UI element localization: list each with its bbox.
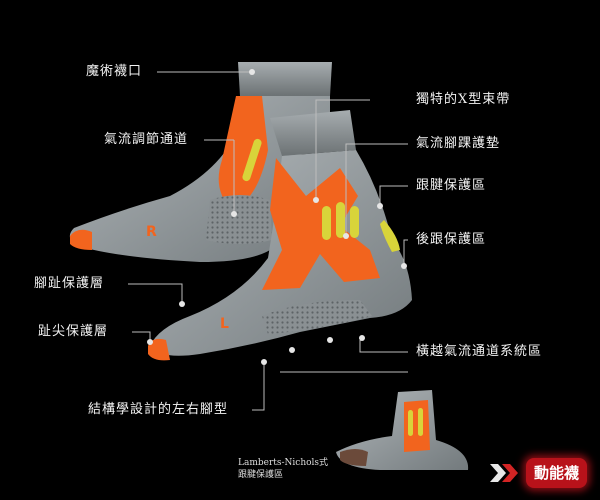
front-sock-heel-pad [380,220,400,252]
label-ankle-pad: 氣流腳踝護墊 [416,136,501,151]
back-sock-yellow-pad [242,138,262,182]
label-airflow-channel: 氣流調節通道 [104,132,189,147]
label-achilles-guard: 跟腱保護區 [416,178,487,193]
label-inset-line1: Lamberts-Nichols式 [238,458,329,468]
front-sock-x-band [262,158,380,290]
back-sock-r-mark: R [146,224,157,240]
back-sock: R [69,62,332,262]
front-sock-yellow-pad-1 [322,206,331,240]
front-sock-cross-airflow-zone [262,300,372,334]
back-sock-mesh-channel [206,195,272,244]
front-sock-cuff [270,110,356,156]
label-toe-layer: 腳趾保護層 [34,276,105,291]
label-toe-tip-layer: 趾尖保護層 [38,324,109,339]
leader-lines [128,71,408,411]
inset-sock [336,390,469,470]
back-sock-cuff [238,62,332,96]
back-sock-orange-panel [218,96,268,210]
front-sock-toe-tip [148,338,170,361]
front-sock-yellow-pad-3 [350,206,359,238]
marker-dots [147,69,407,365]
label-lr-design: 結構學設計的左右腳型 [88,402,229,417]
label-x-band: 獨特的X型束帶 [416,92,511,107]
label-heel-guard: 後跟保護區 [416,232,487,247]
front-sock-l-mark: L [220,316,229,332]
front-sock-yellow-pad-2 [336,202,345,238]
back-sock-toe-tip [70,229,92,250]
label-inset-line2: 跟腱保護區 [238,470,284,480]
label-cuff: 魔術襪口 [86,64,143,79]
brand-logo: 動能襪 [488,458,594,488]
brand-name: 動能襪 [526,458,588,488]
brand-x-icon [490,464,518,482]
label-cross-airflow: 橫越氣流通道系統區 [416,344,543,359]
